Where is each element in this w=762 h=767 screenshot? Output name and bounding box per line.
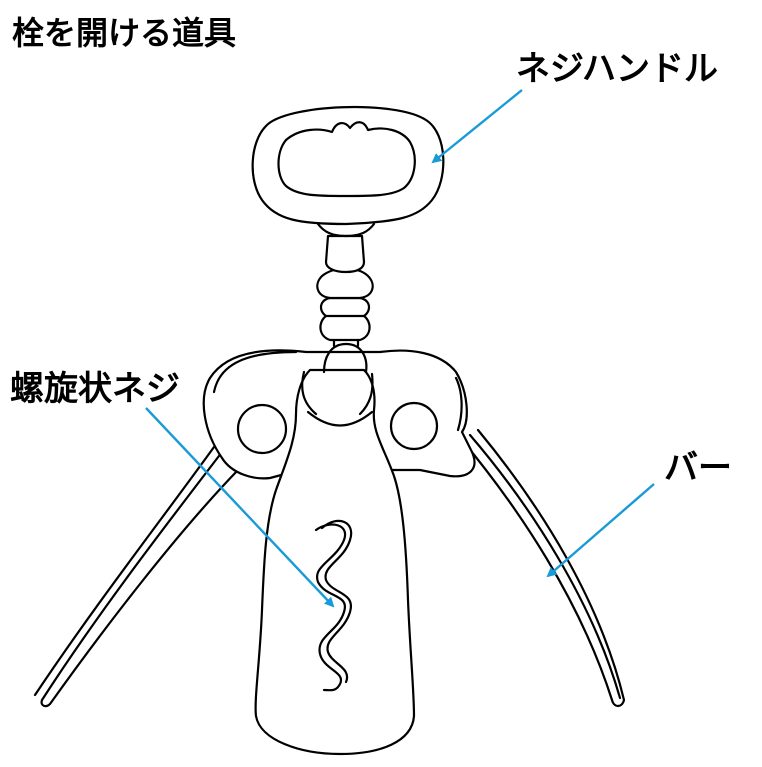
screw-handle bbox=[251, 105, 445, 238]
label-spiral-screw: 螺旋状ネジ bbox=[10, 369, 180, 409]
right-bar bbox=[460, 428, 626, 708]
left-bar bbox=[33, 445, 240, 708]
right-wing-hole bbox=[389, 401, 439, 451]
figure-title: 栓を開ける道具 bbox=[12, 14, 237, 52]
leader-bar bbox=[546, 483, 655, 578]
left-wing-hole bbox=[236, 403, 288, 455]
screw-shaft bbox=[316, 234, 374, 348]
leader-spiral-screw bbox=[145, 407, 335, 608]
label-bar: バー bbox=[664, 448, 732, 488]
leader-lines bbox=[145, 89, 655, 608]
label-screw-handle: ネジハンドル bbox=[516, 49, 718, 89]
leader-screw-handle bbox=[431, 89, 523, 164]
spiral-screw bbox=[314, 519, 353, 692]
